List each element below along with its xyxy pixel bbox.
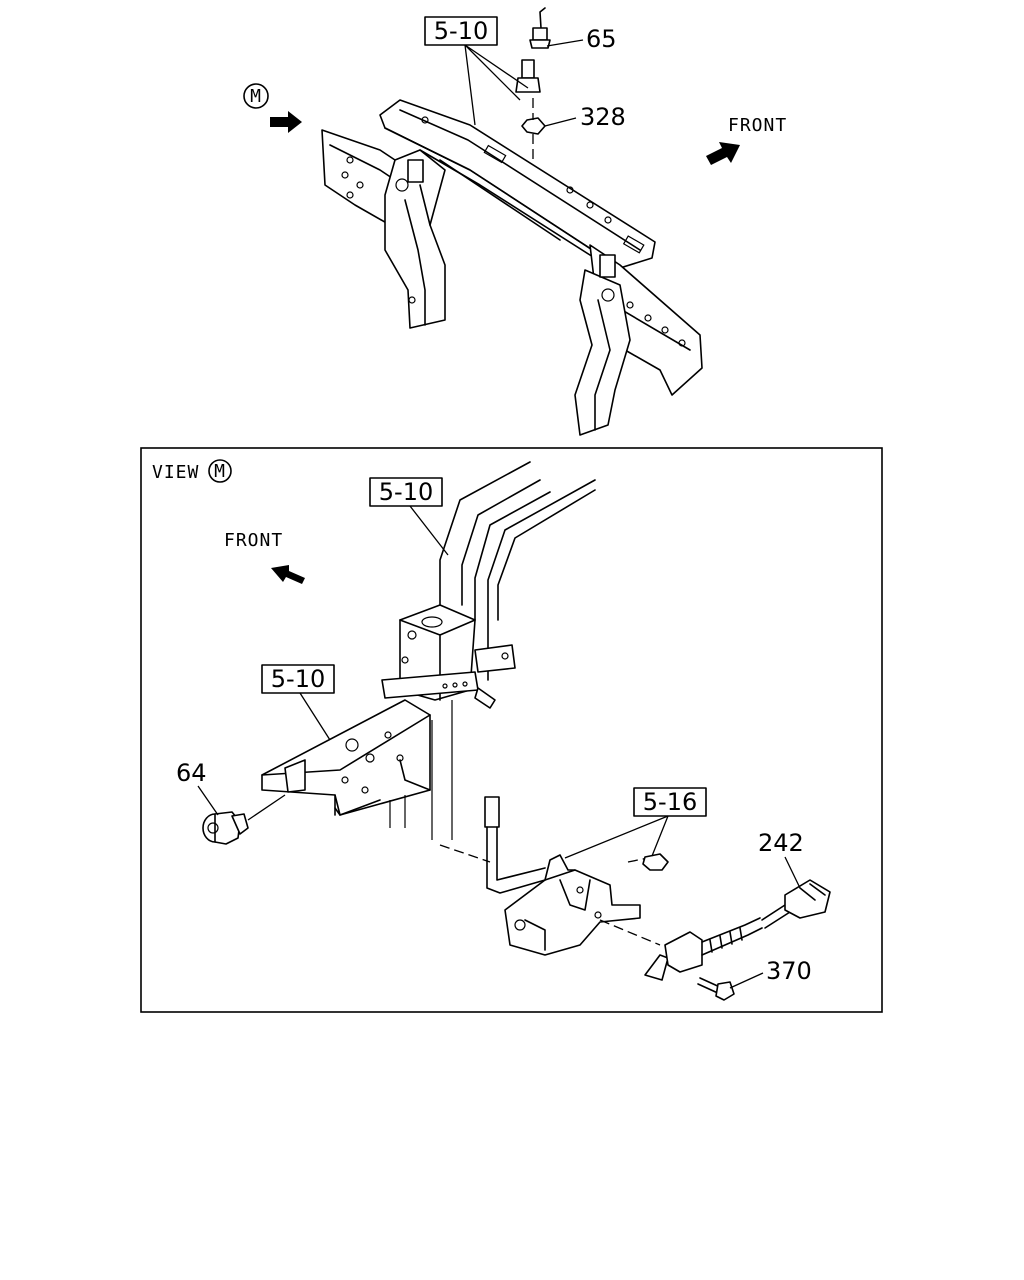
callout-5-10-view-lower: 5-10 [261,664,335,741]
frame-assembly-top [321,7,703,436]
front-arrow-view [271,565,305,584]
part-64-switch [202,794,286,845]
svg-text:VIEW: VIEW [152,462,199,483]
svg-text:M: M [214,461,226,482]
callout-242: 242 [758,829,804,889]
callout-5-10-top: 5-10 [424,16,529,126]
svg-text:5-10: 5-10 [434,17,488,45]
callout-370: 370 [729,957,812,989]
svg-text:M: M [250,86,262,107]
svg-text:5-16: 5-16 [643,788,697,816]
svg-text:242: 242 [758,829,804,857]
callout-64: 64 [176,759,219,816]
callout-5-10-view-upper: 5-10 [369,477,449,556]
lever-rod [484,796,546,894]
view-marker-m: M [243,83,302,133]
svg-text:FRONT: FRONT [728,115,787,136]
callout-65: 65 [546,25,617,53]
svg-text:5-10: 5-10 [379,478,433,506]
frame-member-view [261,461,596,863]
sensor-bracket [504,854,661,956]
view-direction-arrow [270,111,302,133]
bolt-5-16 [642,853,669,871]
bolt-370 [697,977,735,1001]
view-m-panel [140,447,883,1013]
front-arrow-top [706,142,740,165]
front-indicator-view: FRONT [224,530,305,584]
callout-328: 328 [544,103,626,131]
svg-text:370: 370 [766,957,812,985]
part-242-sensor [644,879,831,981]
callout-5-16: 5-16 [564,787,707,859]
svg-text:5-10: 5-10 [271,665,325,693]
view-m-title: VIEW M [152,459,232,483]
svg-text:328: 328 [580,103,626,131]
svg-text:FRONT: FRONT [224,530,283,551]
svg-text:65: 65 [586,25,617,53]
front-indicator-top: FRONT [706,115,787,165]
svg-text:64: 64 [176,759,207,787]
